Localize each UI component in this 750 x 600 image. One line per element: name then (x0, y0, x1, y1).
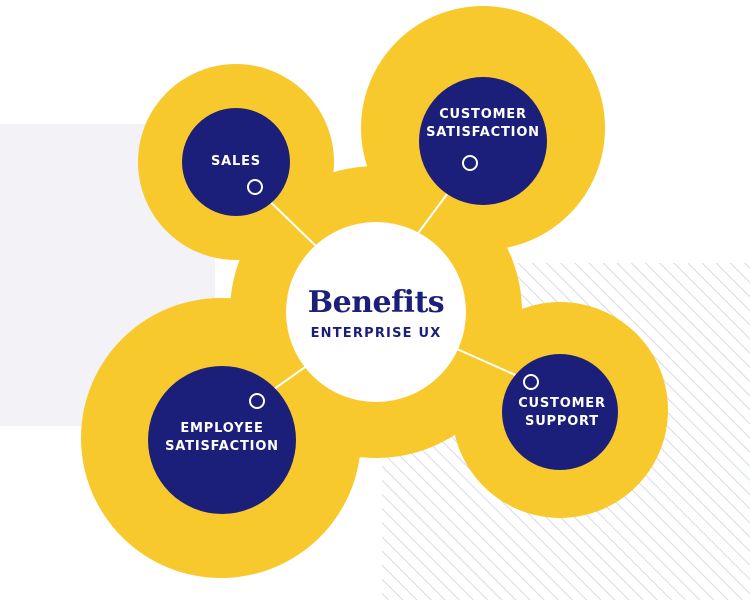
sales-node (182, 108, 290, 216)
connector-dots (247, 155, 539, 409)
customer-support-dot (523, 374, 539, 390)
sales-label: SALES (211, 154, 261, 169)
customer-satisfaction-label: CUSTOMER SATISFACTION (426, 107, 540, 140)
employee-satisfaction-dot (249, 393, 265, 409)
sales-dot (247, 179, 263, 195)
customer-satisfaction-dot (462, 155, 478, 171)
employee-satisfaction-label: EMPLOYEE SATISFACTION (165, 421, 279, 454)
center-subtitle: ENTERPRISE UX (310, 325, 442, 341)
center-circle (286, 222, 466, 402)
center-text: Benefits ENTERPRISE UX (286, 268, 466, 358)
center-title: Benefits (307, 284, 445, 320)
customer-support-label: CUSTOMER SUPPORT (518, 396, 606, 429)
customer-satisfaction-node (419, 77, 547, 205)
navy-nodes (148, 77, 618, 514)
